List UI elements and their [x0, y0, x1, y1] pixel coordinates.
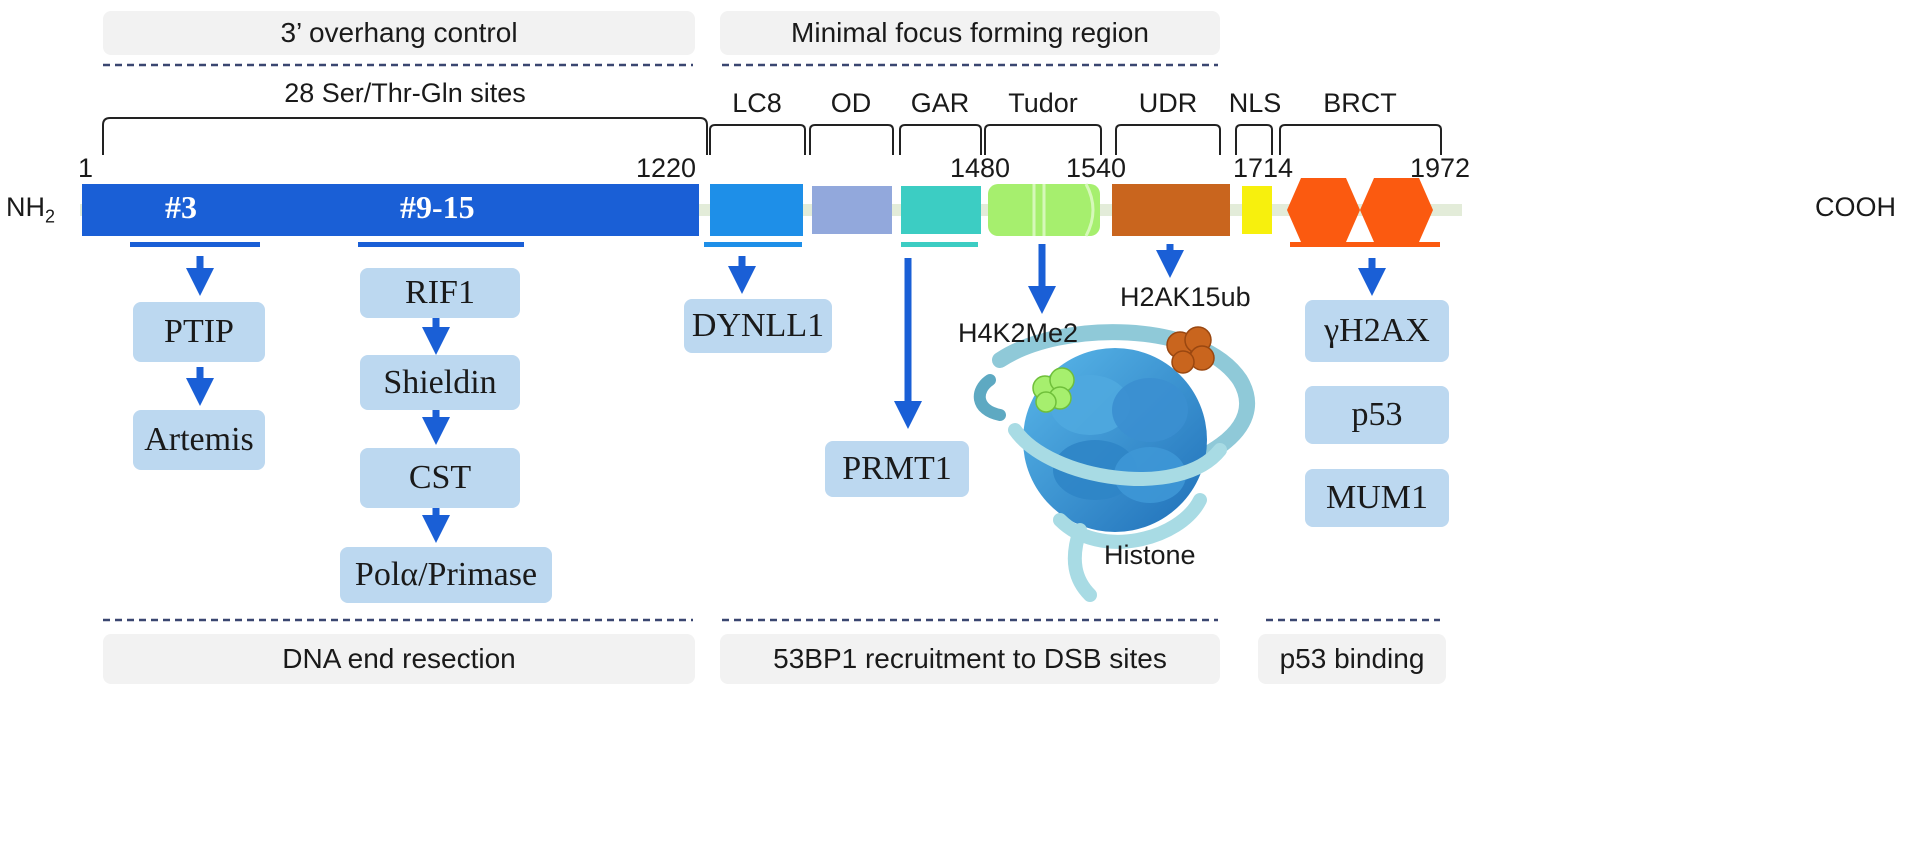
underline-brct	[1290, 242, 1440, 247]
od-domain	[812, 186, 892, 234]
partner-gamma-h2ax: γH2AX	[1305, 300, 1449, 362]
label-udr: UDR	[1138, 88, 1198, 118]
bracket-gar	[899, 124, 982, 155]
label-gar: GAR	[910, 88, 970, 118]
label-brct: BRCT	[1323, 88, 1397, 118]
partner-artemis: Artemis	[133, 410, 265, 470]
label-histone: Histone	[1104, 540, 1196, 570]
position-1972: 1972	[1410, 153, 1471, 183]
partner-rif1: RIF1	[360, 268, 520, 318]
underline-motif-9-15	[358, 242, 524, 247]
ubiquitin-mark	[1166, 326, 1215, 374]
position-1540: 1540	[1066, 153, 1127, 183]
underline-lc8	[704, 242, 802, 247]
header-recruitment: 53BP1 recruitment to DSB sites	[720, 634, 1220, 684]
label-h4k20me2: H4K2Me2	[958, 318, 1079, 348]
partner-cst: CST	[360, 448, 520, 508]
gar-domain	[901, 186, 981, 234]
partner-prmt1: PRMT1	[825, 441, 969, 497]
n-terminus-subscript: 2	[45, 206, 56, 227]
bracket-tudor	[984, 124, 1102, 155]
partner-dynll1: DYNLL1	[684, 299, 832, 353]
n-terminus-label: NH2	[6, 192, 55, 227]
partner-pol-primase: Polα/Primase	[340, 547, 552, 603]
udr-domain	[1112, 184, 1230, 236]
label-nls: NLS	[1228, 88, 1282, 118]
label-tudor: Tudor	[1008, 88, 1078, 118]
header-overhang-control: 3’ overhang control	[103, 11, 695, 55]
partner-mum1: MUM1	[1305, 469, 1449, 527]
header-p53-binding: p53 binding	[1258, 634, 1446, 684]
label-h2ak15ub: H2AK15ub	[1120, 282, 1251, 312]
bracket-nls	[1235, 124, 1273, 155]
main-bar	[82, 184, 699, 236]
bracket-udr	[1115, 124, 1221, 155]
brct-domain	[1287, 178, 1433, 242]
header-dna-end-resection: DNA end resection	[103, 634, 695, 684]
histone-illustration	[973, 324, 1255, 602]
underline-motif-3	[130, 242, 260, 247]
binding-underlines	[130, 242, 1440, 247]
motif-3-label: #3	[165, 189, 197, 225]
position-1: 1	[78, 153, 94, 183]
interaction-arrows	[186, 244, 1386, 543]
label-od: OD	[830, 88, 872, 118]
underline-gar	[901, 242, 978, 247]
dna-wrap-front	[1008, 423, 1227, 602]
tudor-domain	[988, 183, 1100, 237]
bracket-od	[809, 124, 894, 155]
partner-ptip: PTIP	[133, 302, 265, 362]
domain-brackets	[102, 117, 1442, 155]
motif-9-15-label: #9-15	[400, 189, 475, 225]
bracket-ser-thr	[102, 117, 708, 155]
methyl-mark	[1032, 367, 1075, 413]
dashed-separators	[103, 63, 1440, 622]
label-ser-thr-sites: 28 Ser/Thr-Gln sites	[284, 78, 526, 108]
position-1714: 1714	[1233, 153, 1294, 183]
bracket-lc8	[709, 124, 806, 155]
partner-shieldin: Shieldin	[360, 355, 520, 410]
position-1220: 1220	[636, 153, 697, 183]
lc8-domain	[710, 184, 803, 236]
partner-p53: p53	[1305, 386, 1449, 444]
bracket-brct	[1279, 124, 1442, 155]
header-focus-region: Minimal focus forming region	[720, 11, 1220, 55]
label-lc8: LC8	[732, 88, 782, 118]
nls-domain	[1242, 186, 1272, 234]
c-terminus-label: COOH	[1815, 192, 1896, 222]
n-terminus-text: NH	[6, 192, 45, 222]
position-1480: 1480	[950, 153, 1011, 183]
